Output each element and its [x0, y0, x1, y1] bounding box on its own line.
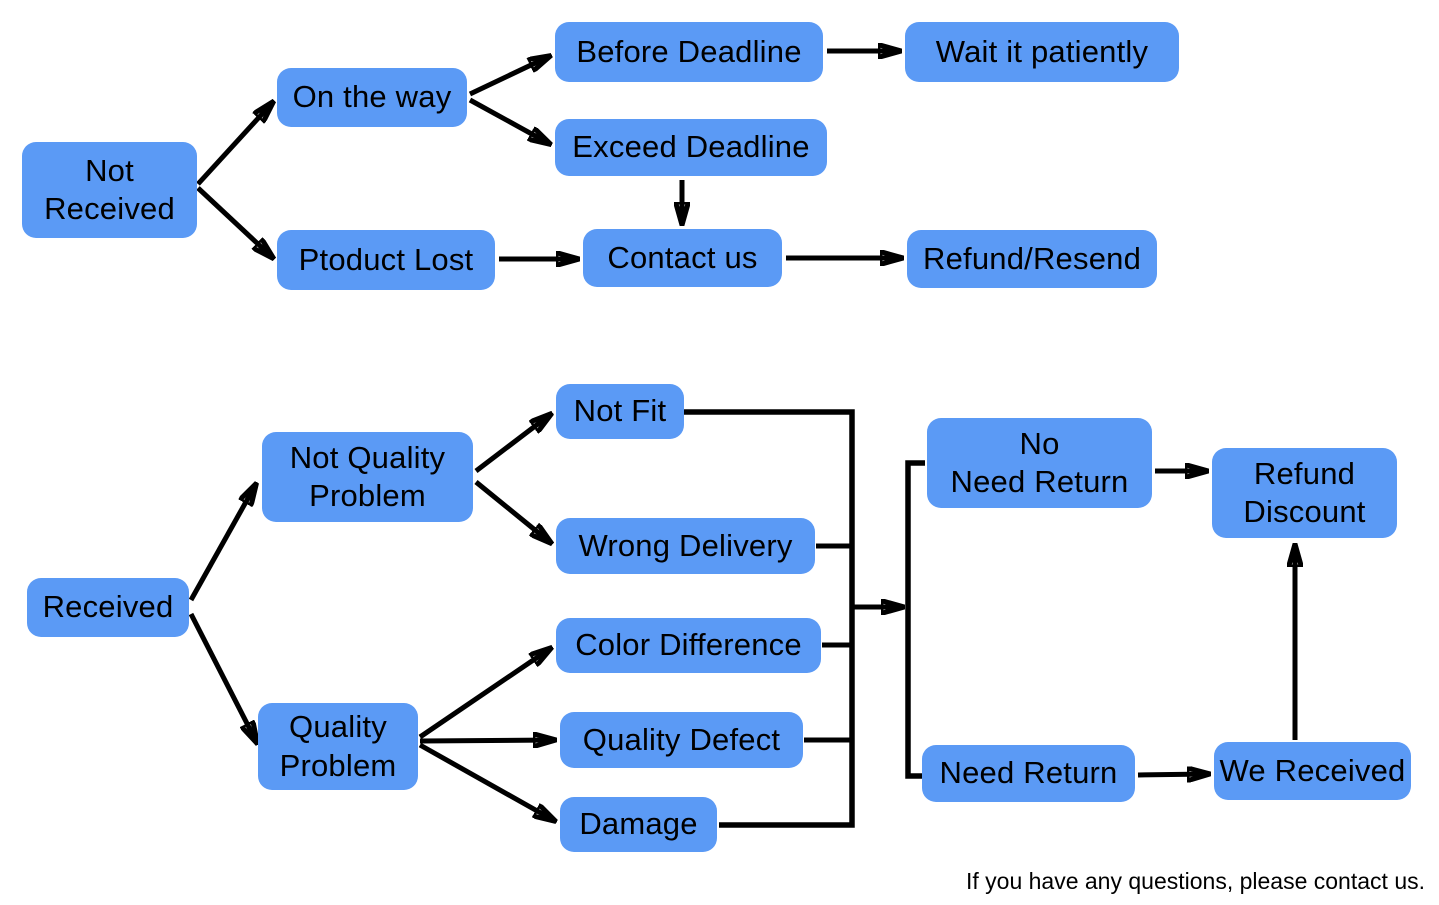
edge-quality-problem-color-difference	[418, 648, 551, 740]
edge-on-the-way-exceed-deadline	[468, 97, 550, 144]
node-before-deadline: Before Deadline	[555, 22, 823, 82]
edge-received-quality-problem	[188, 612, 257, 743]
node-we-received: We Received	[1214, 742, 1411, 800]
node-wait-it-patiently: Wait it patiently	[905, 22, 1179, 82]
node-need-return: Need Return	[922, 745, 1135, 802]
node-not-fit: Not Fit	[556, 384, 684, 439]
node-received: Received	[27, 578, 189, 637]
edge-need-return-we-received	[1137, 774, 1209, 775]
node-exceed-deadline: Exceed Deadline	[555, 119, 827, 176]
node-no-need-return: No Need Return	[927, 418, 1152, 508]
footer-note: If you have any questions, please contac…	[965, 868, 1425, 894]
node-refund-discount: Refund Discount	[1212, 448, 1397, 538]
bus-collector-line	[684, 409, 855, 828]
edge-not-quality-problem-wrong-delivery	[474, 480, 551, 543]
node-ptoduct-lost: Ptoduct Lost	[277, 230, 495, 290]
node-not-received: Not Received	[22, 142, 197, 238]
branch-line-need-return	[905, 460, 925, 779]
node-contact-us: Contact us	[583, 229, 782, 287]
edge-quality-problem-damage	[418, 742, 555, 821]
node-not-quality-problem: Not Quality Problem	[262, 432, 473, 522]
node-on-the-way: On the way	[277, 68, 467, 127]
node-wrong-delivery: Wrong Delivery	[556, 518, 815, 574]
node-damage: Damage	[560, 797, 717, 852]
edge-quality-problem-quality-defect	[419, 740, 555, 741]
edge-not-received-on-the-way	[196, 102, 273, 186]
edge-not-received-ptoduct-lost	[196, 186, 273, 258]
edge-not-quality-problem-not-fit	[474, 414, 551, 473]
node-quality-defect: Quality Defect	[560, 712, 803, 768]
node-color-difference: Color Difference	[556, 618, 821, 673]
node-quality-problem: Quality Problem	[258, 703, 418, 790]
edge-on-the-way-before-deadline	[468, 56, 550, 97]
edge-received-not-quality-problem	[188, 484, 256, 602]
node-refund-resend: Refund/Resend	[907, 230, 1157, 288]
